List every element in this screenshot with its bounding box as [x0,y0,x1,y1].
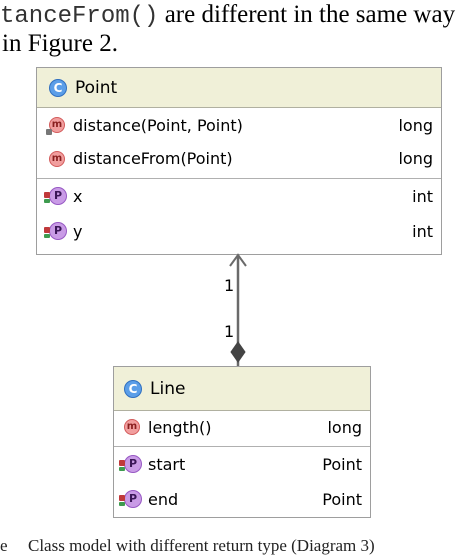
point-field-name: y [73,222,83,241]
figure-caption: e Class model with different return type … [0,536,474,556]
method-icon: m [49,117,65,133]
line-field-type: Point [322,455,362,474]
line-field-type: Point [322,490,362,509]
point-method-name: distanceFrom(Point) [73,149,233,168]
multiplicity-top: 1 [224,276,235,295]
class-icon: C [49,79,67,97]
multiplicity-bottom: 1 [224,322,235,341]
line-method-row: m length() long [114,411,370,446]
property-icon: P [124,455,142,473]
method-icon: m [124,419,140,435]
private-marker-icon [44,192,50,198]
intro-line-1-text: are different in the same way [158,1,456,28]
point-method-type: long [398,149,433,168]
point-class-box[interactable]: C Point m distance(Point, Point) long m … [36,67,442,255]
line-method-name: length() [148,418,212,437]
line-class-name: Line [150,379,186,399]
caption-prefix: e [0,536,8,555]
field-marker-icon [44,234,50,238]
composition-diamond-icon [230,341,246,363]
method-icon: m [49,151,65,167]
field-marker-icon [119,502,125,506]
intro-line-2: in Figure 2. [2,30,118,57]
line-method-type: long [327,418,362,437]
code-span: tanceFrom() [0,3,159,30]
line-field-row: P end Point [114,482,370,517]
point-method-row: m distance(Point, Point) long [37,108,441,143]
point-field-row: P x int [37,178,441,214]
line-field-name: end [148,490,179,509]
point-field-type: int [412,187,433,206]
property-icon: P [124,490,142,508]
point-method-type: long [398,116,433,135]
field-marker-icon [119,467,125,471]
intro-line-1: tanceFrom() are different in the same wa… [0,0,455,31]
point-class-name: Point [75,78,118,98]
property-icon: P [49,222,67,240]
point-method-row: m distanceFrom(Point) long [37,143,441,178]
line-class-header: C Line [114,367,370,411]
private-marker-icon [44,227,50,233]
caption-text: Class model with different return type (… [28,536,375,555]
class-icon: C [124,380,142,398]
property-icon: P [49,187,67,205]
line-field-name: start [148,455,186,474]
private-marker-icon [119,495,125,501]
static-marker-icon [46,129,52,135]
point-method-name: distance(Point, Point) [73,116,243,135]
arrow-head-icon [229,253,247,267]
point-class-header: C Point [37,68,441,108]
line-class-box[interactable]: C Line m length() long P start Point P e… [113,366,371,518]
line-field-row: P start Point [114,446,370,482]
point-field-name: x [73,187,83,206]
point-field-row: P y int [37,214,441,249]
point-field-type: int [412,222,433,241]
field-marker-icon [44,199,50,203]
private-marker-icon [119,460,125,466]
